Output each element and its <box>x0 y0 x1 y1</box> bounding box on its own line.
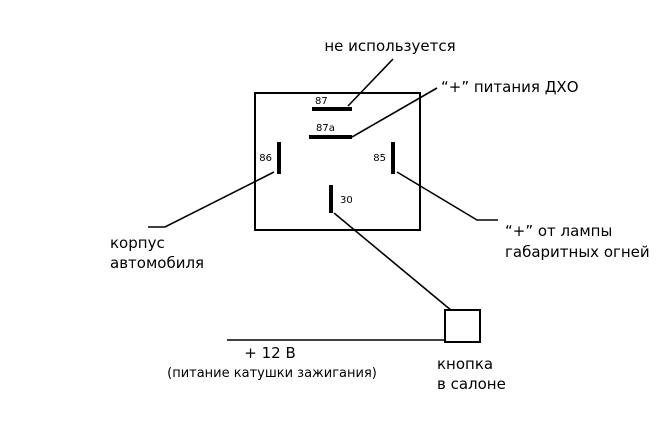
pin-86-contact <box>277 142 281 174</box>
label-parking-lamp-line2: габаритных огней <box>505 243 650 261</box>
label-drl-power: “+” питания ДХО <box>441 78 579 96</box>
label-cabin-button-line2: в салоне <box>437 375 506 393</box>
wire-not-used <box>347 58 394 107</box>
pin-87a-contact <box>309 135 352 139</box>
pin-85-label: 85 <box>373 153 386 164</box>
label-parking-lamp-line1: “+” от лампы <box>505 222 612 240</box>
wire-parking-lamp <box>396 171 498 221</box>
wire-cabin-button <box>333 212 453 312</box>
pin-86-label: 86 <box>259 153 272 164</box>
wire-car-body <box>148 171 275 228</box>
pin-30-label: 30 <box>340 195 353 206</box>
pin-87a-label: 87a <box>316 123 335 134</box>
label-cabin-button-line1: кнопка <box>437 355 493 373</box>
label-car-body-line1: корпус <box>110 234 165 252</box>
pin-30-contact <box>329 185 333 213</box>
label-not-used: не используется <box>324 37 455 55</box>
wire-drl-power <box>351 87 438 138</box>
pin-87-label: 87 <box>315 96 328 107</box>
pin-85-contact <box>391 142 395 174</box>
pin-87-contact <box>312 107 352 111</box>
label-plus-12v-line1: + 12 В <box>244 344 295 362</box>
label-plus-12v-line2: (питание катушки зажигания) <box>167 366 377 381</box>
cabin-button-box <box>444 309 481 343</box>
label-car-body-line2: автомобиля <box>110 254 204 272</box>
